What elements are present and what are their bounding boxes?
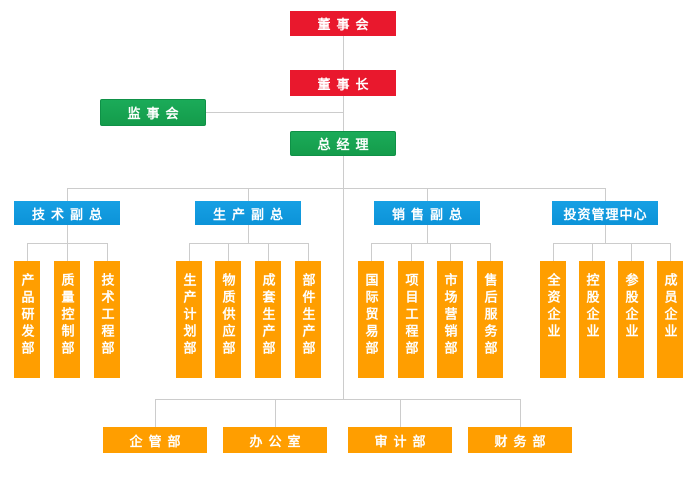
connector-line (605, 225, 606, 243)
connector-line (206, 112, 343, 113)
node-dept-production-planning: 生产计划部 (176, 261, 202, 378)
node-vp-technology: 技术副总 (14, 201, 120, 225)
node-dept-after-sales: 售后服务部 (477, 261, 503, 378)
node-supervisory-board: 监事会 (100, 99, 206, 126)
connector-line (343, 156, 344, 399)
node-dept-quality-control: 质量控制部 (54, 261, 80, 378)
connector-line (450, 243, 451, 261)
connector-line (520, 399, 521, 427)
node-dept-member: 成员企业 (657, 261, 683, 378)
connector-line (670, 243, 671, 261)
connector-line (107, 243, 108, 261)
node-dept-finance: 财务部 (468, 427, 572, 453)
connector-line (27, 243, 108, 244)
connector-line (268, 243, 269, 261)
connector-line (248, 188, 249, 201)
node-dept-parts-production: 部件生产部 (295, 261, 321, 378)
node-dept-wholly-owned: 全资企业 (540, 261, 566, 378)
connector-line (155, 399, 156, 427)
node-dept-holding: 控股企业 (579, 261, 605, 378)
node-investment-center: 投资管理中心 (552, 201, 658, 225)
connector-line (411, 243, 412, 261)
node-chairman: 董事长 (290, 70, 396, 96)
connector-line (189, 243, 308, 244)
node-vp-sales: 销售副总 (374, 201, 480, 225)
node-dept-general-office: 办公室 (223, 427, 327, 453)
node-dept-audit: 审计部 (348, 427, 452, 453)
connector-line (427, 188, 428, 201)
connector-line (605, 188, 606, 201)
node-dept-tech-engineering: 技术工程部 (94, 261, 120, 378)
connector-line (343, 36, 344, 70)
node-board-of-directors: 董事会 (290, 11, 396, 36)
node-vp-production: 生产副总 (195, 201, 301, 225)
connector-line (308, 243, 309, 261)
connector-line (155, 399, 521, 400)
connector-line (371, 243, 372, 261)
node-dept-shareholding: 参股企业 (618, 261, 644, 378)
node-general-manager: 总经理 (290, 131, 396, 156)
node-dept-marketing: 市场营销部 (437, 261, 463, 378)
connector-line (553, 243, 671, 244)
connector-line (371, 243, 490, 244)
connector-line (490, 243, 491, 261)
connector-line (248, 225, 249, 243)
connector-line (27, 243, 28, 261)
connector-line (553, 243, 554, 261)
node-dept-product-rd: 产品研发部 (14, 261, 40, 378)
connector-line (427, 225, 428, 243)
node-dept-international-trade: 国际贸易部 (358, 261, 384, 378)
connector-line (400, 399, 401, 427)
connector-line (343, 96, 344, 131)
node-dept-enterprise-mgmt: 企管部 (103, 427, 207, 453)
node-dept-project-engineering: 项目工程部 (398, 261, 424, 378)
connector-line (592, 243, 593, 261)
connector-line (228, 243, 229, 261)
connector-line (631, 243, 632, 261)
connector-line (189, 243, 190, 261)
node-dept-material-supply: 物质供应部 (215, 261, 241, 378)
connector-line (67, 188, 68, 201)
connector-line (67, 188, 605, 189)
node-dept-complete-production: 成套生产部 (255, 261, 281, 378)
connector-line (275, 399, 276, 427)
